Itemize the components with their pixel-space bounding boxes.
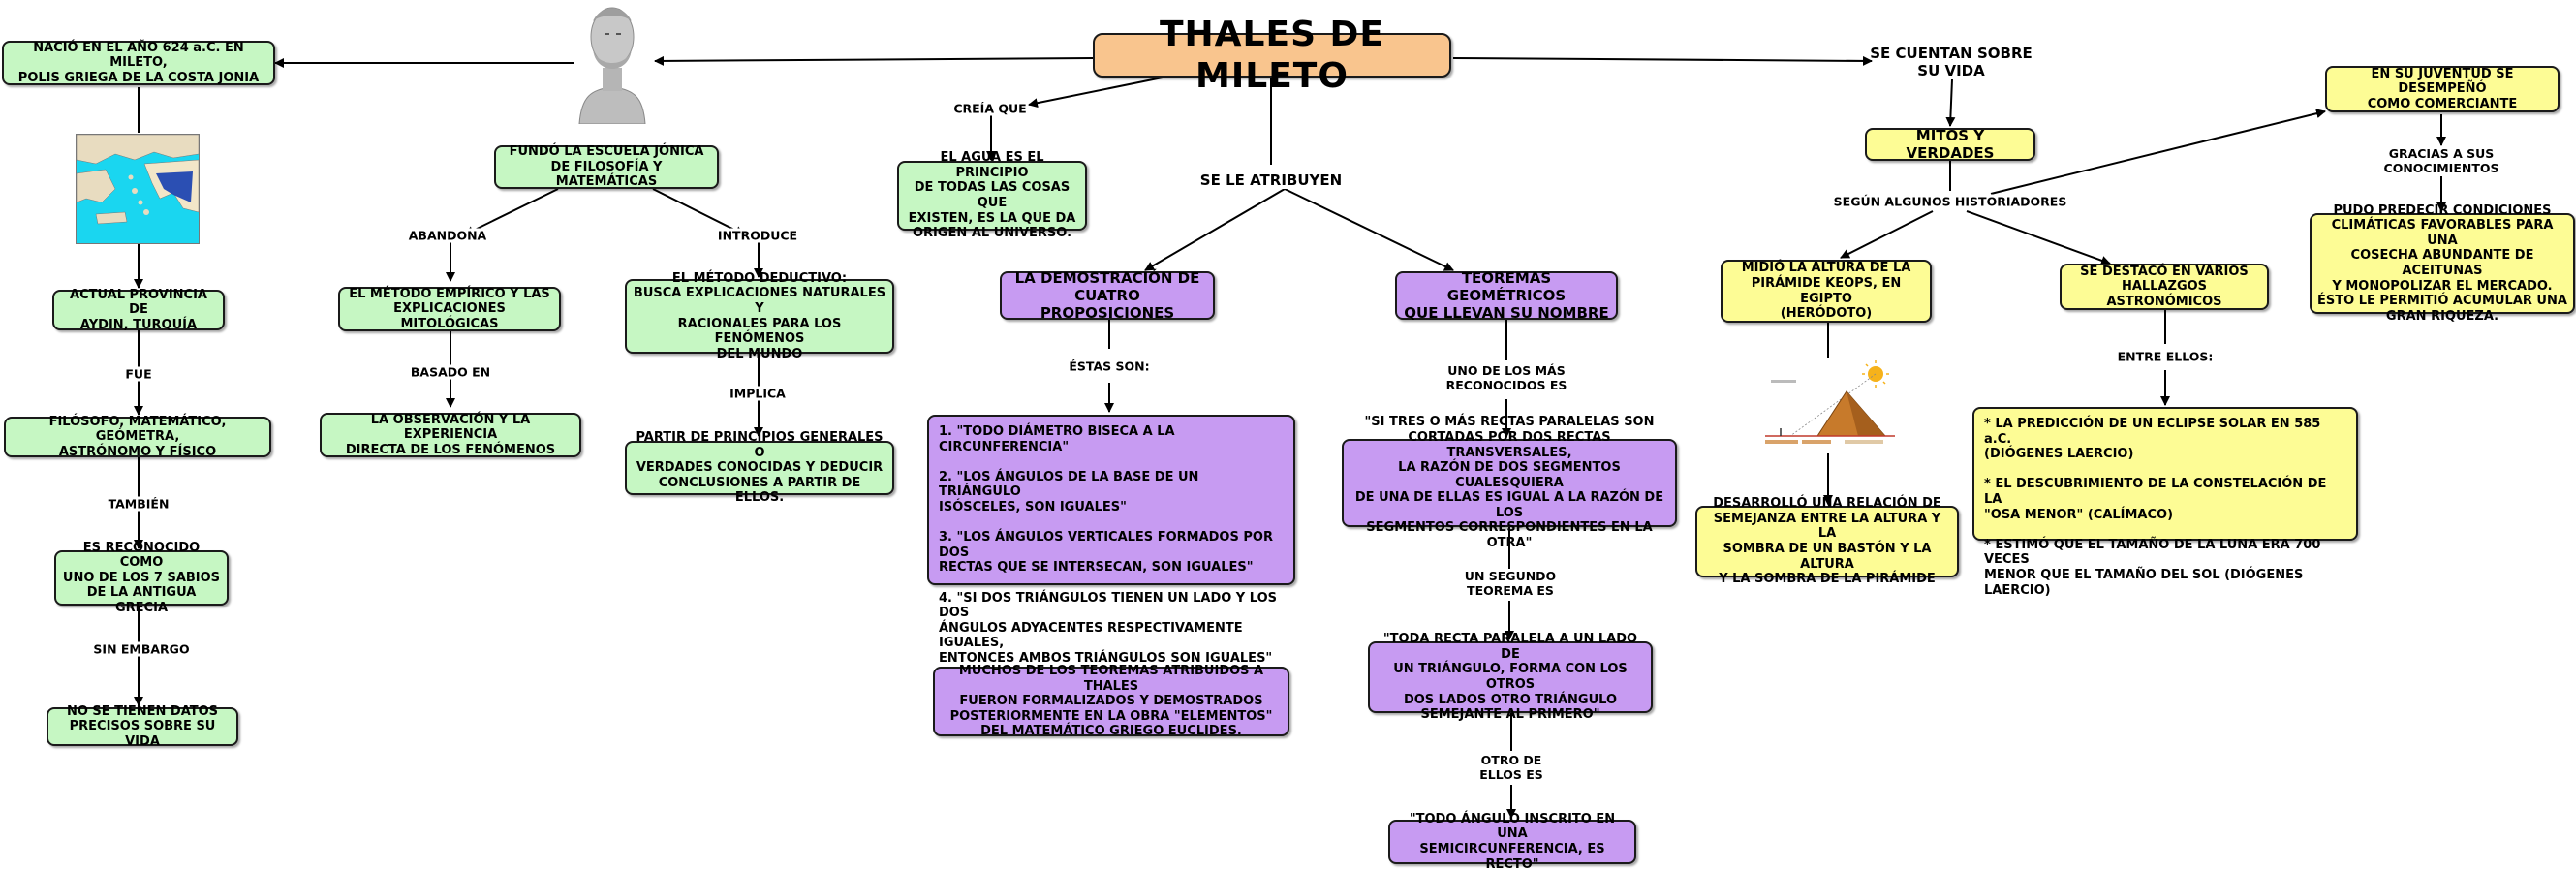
euclid-note-node: MUCHOS DE LOS TEOREMAS ATRIBUIDOS A THAL… — [933, 664, 1289, 739]
province-node: ACTUAL PROVINCIA DE AYDIN, TURQUÍA — [52, 287, 225, 332]
label-creia-que: CREÍA QUE — [953, 101, 1027, 116]
born-node: NACIÓ EN EL AÑO 624 a.C. EN MILETO, POLI… — [2, 41, 275, 85]
observation-text: LA OBSERVACIÓN Y LA EXPERIENCIA DIRECTA … — [345, 412, 556, 457]
merchant-node: EN SU JUVENTUD SE DESEMPEÑÓ COMO COMERCI… — [2325, 66, 2560, 112]
pyramid-icon — [1765, 360, 1895, 444]
deductive-node: EL MÉTODO DEDUCTIVO: BUSCA EXPLICACIONES… — [625, 271, 894, 361]
map-icon — [77, 135, 199, 225]
myths-text: MITOS Y VERDADES — [1906, 127, 1995, 162]
philosopher-text: FILÓSOFO, MATEMÁTICO, GEÓMETRA, ASTRÓNOM… — [48, 414, 227, 459]
bust-icon — [578, 7, 646, 124]
label-gracias: GRACIAS A SUS CONOCIMIENTOS — [2383, 146, 2499, 175]
page-title: THALES DE MILETO — [1159, 14, 1384, 96]
predict-text: PUDO PREDECIR CONDICIONES CLIMÁTICAS FAV… — [2317, 202, 2567, 324]
astro-list-node: * LA PREDICCIÓN DE UN ECLIPSE SOLAR EN 5… — [1972, 407, 2358, 598]
similarity-text: DESARROLLÓ UNA RELACIÓN DE SEMEJANZA ENT… — [1713, 496, 1941, 587]
principles-node: PARTIR DE PRINCIPIOS GENERALES O VERDADE… — [625, 430, 894, 505]
label-un-segundo: UN SEGUNDO TEOREMA ES — [1464, 569, 1557, 598]
water-node: EL AGUA ES EL PRINCIPIO DE TODAS LAS COS… — [897, 150, 1087, 240]
sages-text: ES RECONOCIDO COMO UNO DE LOS 7 SABIOS D… — [62, 540, 221, 615]
label-se-le-atribuyen: SE LE ATRIBUYEN — [1199, 171, 1343, 189]
school-node: FUNDÓ LA ESCUELA JÓNICA DE FILOSOFÍA Y M… — [494, 144, 719, 190]
sages-node: ES RECONOCIDO COMO UNO DE LOS 7 SABIOS D… — [54, 541, 229, 615]
no-data-text: NO SE TIENEN DATOS PRECISOS SOBRE SU VID… — [66, 703, 219, 749]
label-implica: IMPLICA — [729, 386, 786, 401]
empirical-node: EL MÉTODO EMPÍRICO Y LAS EXPLICACIONES M… — [338, 287, 561, 331]
label-entre-ellos: ENTRE ELLOS: — [2117, 349, 2214, 364]
label-se-cuentan: SE CUENTAN SOBRE SU VIDA — [1870, 45, 2033, 79]
title-node: THALES DE MILETO — [1093, 15, 1451, 96]
label-otro-de-ellos: OTRO DE ELLOS ES — [1479, 753, 1543, 782]
theorem3-node: "TODO ÁNGULO INSCRITO EN UNA SEMICIRCUNF… — [1388, 812, 1636, 872]
pyramid-text: MIDIÓ LA ALTURA DE LA PIRÁMIDE KEOPS, EN… — [1741, 261, 1911, 322]
label-uno-de-los-mas: UNO DE LOS MÁS RECONOCIDOS ES — [1445, 363, 1567, 392]
merchant-text: EN SU JUVENTUD SE DESEMPEÑÓ COMO COMERCI… — [2367, 66, 2518, 111]
label-tambien: TAMBIÉN — [108, 496, 170, 512]
label-basado-en: BASADO EN — [410, 364, 491, 380]
empirical-text: EL MÉTODO EMPÍRICO Y LAS EXPLICACIONES M… — [349, 286, 550, 331]
demonstration-text: LA DEMOSTRACIÓN DE CUATRO PROPOSICIONES — [1014, 269, 1200, 322]
label-introduce: INTRODUCE — [717, 228, 798, 243]
water-text: EL AGUA ES EL PRINCIPIO DE TODAS LAS COS… — [908, 150, 1076, 241]
theorem2-text: "TODA RECTA PARALELA A UN LADO DE UN TRI… — [1382, 632, 1638, 723]
pyramid-node: MIDIÓ LA ALTURA DE LA PIRÁMIDE KEOPS, EN… — [1721, 260, 1932, 323]
theorem1-node: "SI TRES O MÁS RECTAS PARALELAS SON CORT… — [1342, 415, 1677, 550]
myths-node: MITOS Y VERDADES — [1865, 127, 2035, 162]
aydin-map-image — [76, 134, 200, 244]
born-text: NACIÓ EN EL AÑO 624 a.C. EN MILETO, POLI… — [17, 40, 260, 85]
pyramid-diagram-image — [1761, 360, 1899, 453]
euclid-note-text: MUCHOS DE LOS TEOREMAS ATRIBUIDOS A THAL… — [949, 664, 1273, 739]
principles-text: PARTIR DE PRINCIPIOS GENERALES O VERDADE… — [636, 430, 884, 506]
theorem1-text: "SI TRES O MÁS RECTAS PARALELAS SON CORT… — [1354, 415, 1664, 551]
demonstration-node: LA DEMOSTRACIÓN DE CUATRO PROPOSICIONES — [1000, 269, 1215, 322]
province-text: ACTUAL PROVINCIA DE AYDIN, TURQUÍA — [70, 287, 207, 332]
label-sin-embargo: SIN EMBARGO — [93, 641, 190, 657]
theorem3-text: "TODO ÁNGULO INSCRITO EN UNA SEMICIRCUNF… — [1409, 811, 1616, 872]
no-data-node: NO SE TIENEN DATOS PRECISOS SOBRE SU VID… — [47, 704, 238, 749]
propositions-node: 1. "TODO DIÁMETRO BISECA A LA CIRCUNFERE… — [927, 415, 1295, 666]
observation-node: LA OBSERVACIÓN Y LA EXPERIENCIA DIRECTA … — [320, 413, 581, 457]
school-text: FUNDÓ LA ESCUELA JÓNICA DE FILOSOFÍA Y M… — [509, 144, 704, 190]
label-estas-son: ÉSTAS SON: — [1069, 358, 1150, 374]
theorem2-node: "TODA RECTA PARALELA A UN LADO DE UN TRI… — [1368, 632, 1653, 722]
deductive-text: EL MÉTODO DEDUCTIVO: BUSCA EXPLICACIONES… — [633, 270, 886, 361]
astro-text: SE DESTACÓ EN VARIOS HALLAZGOS ASTRONÓMI… — [2080, 264, 2249, 309]
geometric-node: TEOREMAS GEOMÉTRICOS QUE LLEVAN SU NOMBR… — [1395, 269, 1618, 322]
thales-bust-image — [572, 0, 653, 124]
geometric-text: TEOREMAS GEOMÉTRICOS QUE LLEVAN SU NOMBR… — [1404, 269, 1609, 322]
label-abandona: ABANDONA — [408, 228, 487, 243]
label-segun-historiadores: SEGÚN ALGUNOS HISTORIADORES — [1833, 194, 2067, 209]
astro-node: SE DESTACÓ EN VARIOS HALLAZGOS ASTRONÓMI… — [2060, 264, 2269, 310]
predict-node: PUDO PREDECIR CONDICIONES CLIMÁTICAS FAV… — [2310, 203, 2575, 324]
propositions-text: 1. "TODO DIÁMETRO BISECA A LA CIRCUNFERE… — [939, 424, 1277, 666]
astro-list-text: * LA PREDICCIÓN DE UN ECLIPSE SOLAR EN 5… — [1984, 417, 2327, 598]
similarity-node: DESARROLLÓ UNA RELACIÓN DE SEMEJANZA ENT… — [1695, 496, 1959, 586]
philosopher-node: FILÓSOFO, MATEMÁTICO, GEÓMETRA, ASTRÓNOM… — [4, 414, 271, 459]
label-fue: FUE — [125, 366, 152, 382]
